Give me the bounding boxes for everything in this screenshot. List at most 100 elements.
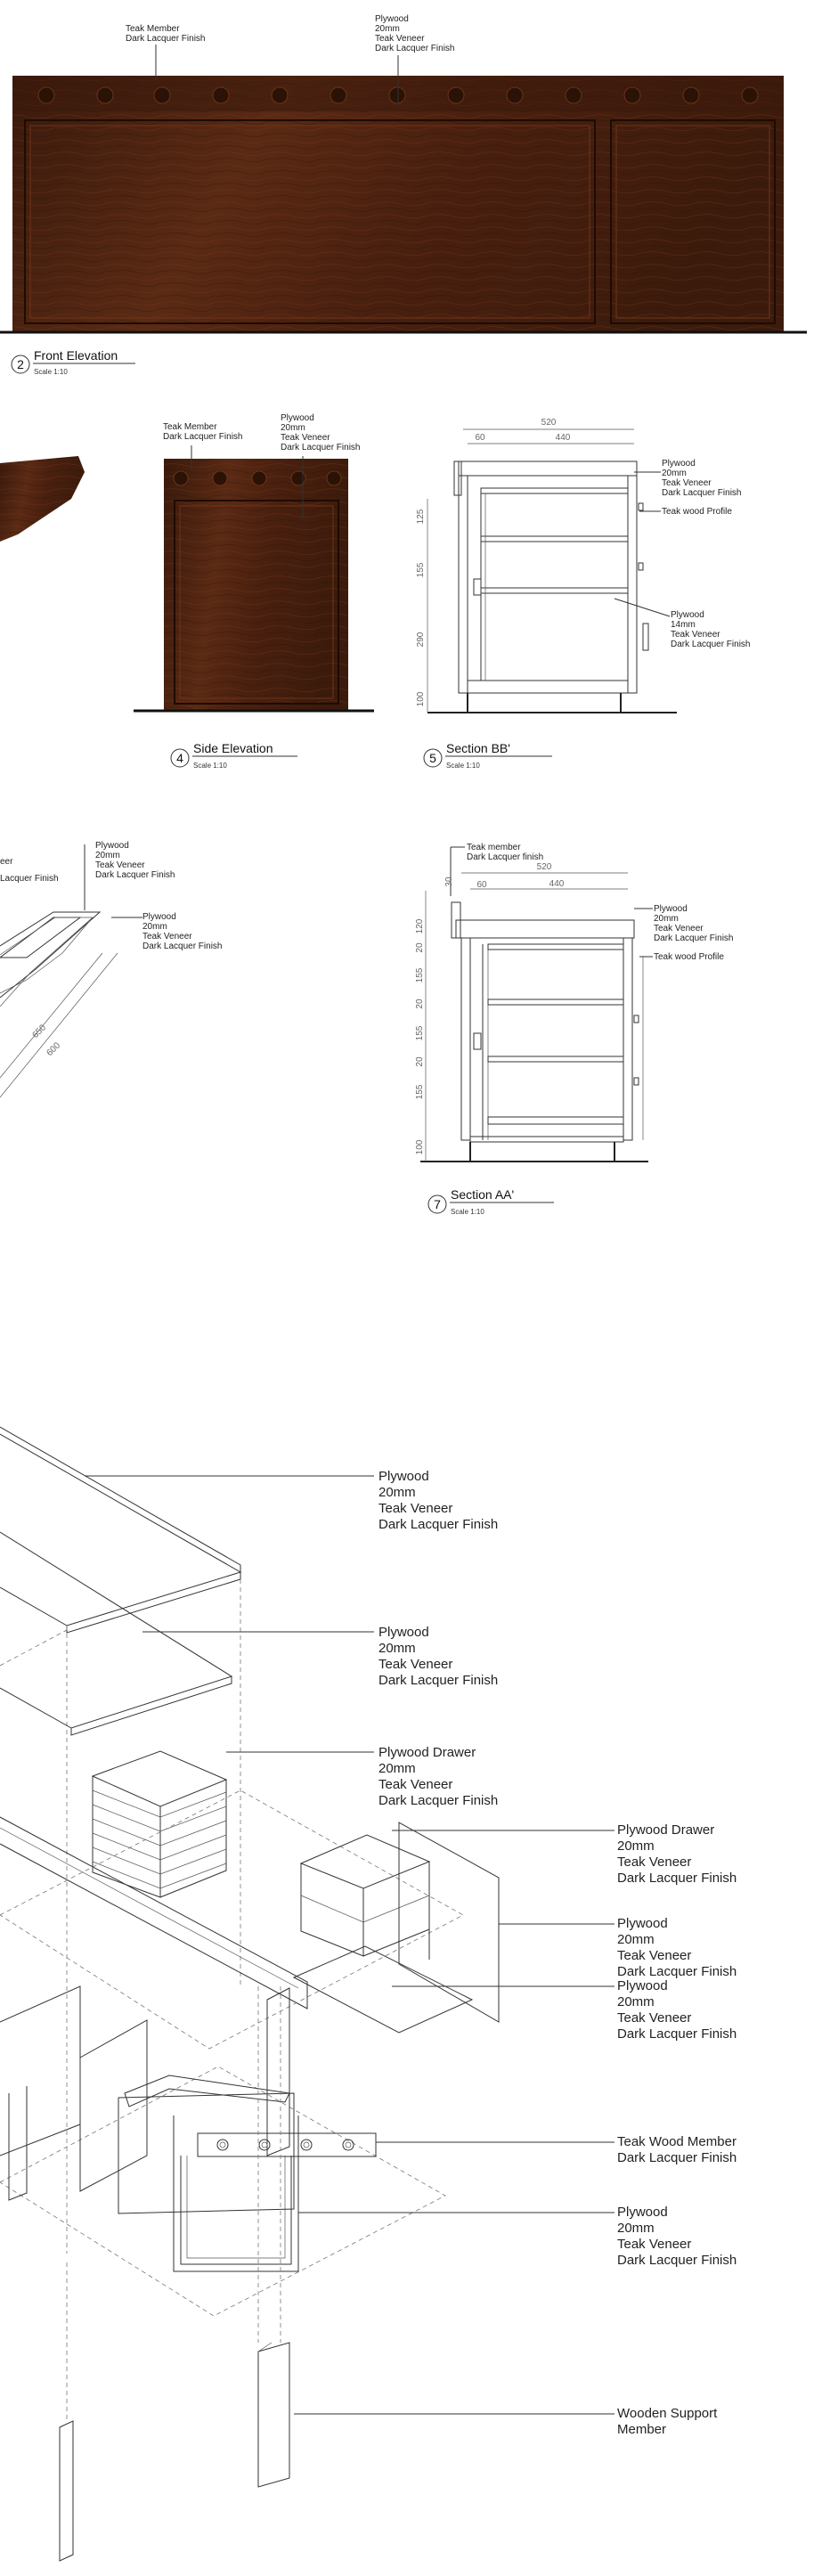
exploded-second-slab (0, 1531, 233, 1729)
front-view-title: Front Elevation (34, 348, 118, 363)
section-aa-number: 7 (434, 1197, 441, 1211)
exploded-callout-3-line3: Teak Veneer (378, 1777, 452, 1792)
section-aa-dim-left-3: 20 (415, 942, 425, 953)
section-bb-shelf-2 (480, 535, 629, 542)
side-callout-2-line4: Dark Lacquer Finish (281, 443, 360, 452)
plan-callout-2-line1: Plywood (142, 912, 176, 922)
plan-callout-left-line1: eer (0, 857, 13, 867)
section-aa-callout-1-line2: 20mm (654, 914, 679, 924)
section-bb-shelf-3 (480, 587, 629, 594)
front-teak-knobs (37, 86, 759, 104)
exploded-callout-8-line4: Dark Lacquer Finish (617, 2253, 737, 2268)
exploded-callout-4-line2: 20mm (617, 1838, 655, 1854)
exploded-callout-5-line2: 20mm (617, 1932, 655, 1947)
front-panel-left (24, 119, 596, 324)
exploded-callout-3-line1: Plywood Drawer (378, 1745, 476, 1760)
side-panel (174, 500, 339, 705)
section-aa-dim-left-4: 155 (415, 967, 425, 982)
front-callout-2-line2: 20mm (375, 24, 400, 34)
front-elevation: Teak Member Dark Lacquer Finish Plywood … (0, 14, 807, 376)
side-view-title: Side Elevation (193, 741, 273, 755)
section-aa-dim-top-2: 60 (476, 880, 487, 890)
section-aa-callout-1-line1: Plywood (654, 904, 688, 914)
exploded-callout-6-line1: Plywood (617, 1978, 668, 1993)
section-aa-dim-left-1: 30 (444, 876, 454, 887)
exploded-callout-8-line1: Plywood (617, 2205, 668, 2220)
section-aa-dim-left-7: 20 (415, 1056, 425, 1067)
exploded-mid-post (266, 1987, 290, 2156)
side-teak-knobs (173, 470, 342, 486)
exploded-right-side-panel (398, 1822, 500, 2023)
section-bb-left-wall (458, 475, 468, 694)
section-aa-dim-top-3: 440 (549, 879, 565, 889)
section-bb-callout-1-line2: 20mm (662, 469, 687, 478)
exploded-callout-9-line1: Wooden Support (617, 2406, 718, 2421)
section-bb-callout-3-line3: Teak Veneer (671, 630, 720, 640)
side-callout-2-line2: 20mm (281, 423, 305, 433)
exploded-callout-1-line3: Teak Veneer (378, 1501, 452, 1516)
front-callout-1-line2: Dark Lacquer Finish (126, 34, 205, 44)
exploded-callout-5-line1: Plywood (617, 1916, 668, 1931)
plan-dim-1: 650 (30, 1023, 48, 1040)
section-bb-base (467, 680, 629, 694)
plan-callout-1-line2: 20mm (95, 851, 120, 860)
exploded-callout-3-line2: 20mm (378, 1761, 416, 1776)
section-bb-scale: Scale 1:10 (446, 762, 480, 770)
partial-perspective-fragment (0, 456, 85, 542)
exploded-callout-9-line2: Member (617, 2422, 666, 2437)
plan-dim-line-2 (0, 952, 118, 1098)
side-callout-2-line1: Plywood (281, 413, 314, 423)
exploded-teak-member-strip (197, 2132, 377, 2157)
section-bb-dim-top-1: 520 (541, 418, 557, 428)
section-aa-right-wall (623, 937, 633, 1141)
section-bb-callout-3-line2: 14mm (671, 620, 696, 630)
section-bb-dim-left-1: 125 (416, 509, 426, 524)
exploded-isometric-view (0, 1426, 500, 2562)
exploded-support-right (257, 2342, 290, 2488)
side-view-number: 4 (176, 751, 183, 765)
section-bb-callout-1-line4: Dark Lacquer Finish (662, 488, 741, 498)
plan-callout-1-line4: Dark Lacquer Finish (95, 870, 175, 880)
exploded-callout-8-line2: 20mm (617, 2221, 655, 2236)
exploded-callout-2-line4: Dark Lacquer Finish (378, 1673, 498, 1688)
exploded-callout-6-line3: Teak Veneer (617, 2010, 691, 2026)
section-bb-top-slab (458, 461, 638, 477)
front-callout-2-line1: Plywood (375, 14, 409, 24)
front-callout-2-line4: Dark Lacquer Finish (375, 44, 454, 53)
section-aa-dim-left-2: 120 (415, 918, 425, 933)
exploded-right-bottom-shelf (292, 1945, 474, 2034)
section-aa-callout-2: Teak wood Profile (654, 952, 724, 962)
section-bb-shelf-1 (480, 487, 629, 494)
exploded-callout-3-line4: Dark Lacquer Finish (378, 1793, 498, 1808)
section-aa-shelf-4 (487, 1116, 624, 1125)
section-aa-left-wall (460, 937, 471, 1141)
side-view-scale: Scale 1:10 (193, 762, 227, 770)
side-elevation: Teak Member Dark Lacquer Finish Plywood … (134, 413, 374, 770)
exploded-callout-2-line1: Plywood (378, 1625, 429, 1640)
section-bb-callout-3-line1: Plywood (671, 610, 704, 620)
plan-callout-1-line3: Teak Veneer (95, 860, 145, 870)
section-aa-shelf-3 (487, 1056, 624, 1063)
front-view-scale: Scale 1:10 (34, 368, 68, 376)
section-aa: Teak member Dark Lacquer finish 520 60 4… (415, 843, 733, 1216)
section-aa-base (469, 1136, 624, 1143)
section-aa-scale: Scale 1:10 (451, 1208, 484, 1216)
exploded-left-panel-2 (79, 2019, 148, 2192)
exploded-callout-6-line4: Dark Lacquer Finish (617, 2026, 737, 2042)
exploded-callout-7-line1: Teak Wood Member (617, 2134, 737, 2149)
section-bb-callout-1-line3: Teak Veneer (662, 478, 712, 488)
plan-dim-2: 600 (45, 1040, 62, 1058)
exploded-callouts: Plywood 20mm Teak Veneer Dark Lacquer Fi… (85, 1469, 737, 2437)
section-aa-title: Section AA' (451, 1187, 514, 1202)
exploded-callout-6-line2: 20mm (617, 1994, 655, 2009)
plan-view: 650 600 eer Lacquer Finish Plywood 20mm … (0, 841, 222, 1098)
plan-callout-2-line4: Dark Lacquer Finish (142, 942, 222, 951)
section-aa-callout-1-line3: Teak Veneer (654, 924, 704, 933)
exploded-callout-5-line4: Dark Lacquer Finish (617, 1964, 737, 1979)
section-aa-dim-left-9: 100 (415, 1139, 425, 1154)
side-view-number-circle (170, 748, 190, 768)
plan-callout-2-line3: Teak Veneer (142, 932, 192, 942)
exploded-callout-1-line4: Dark Lacquer Finish (378, 1517, 498, 1532)
section-bb-callout-3-line4: Dark Lacquer Finish (671, 640, 750, 649)
